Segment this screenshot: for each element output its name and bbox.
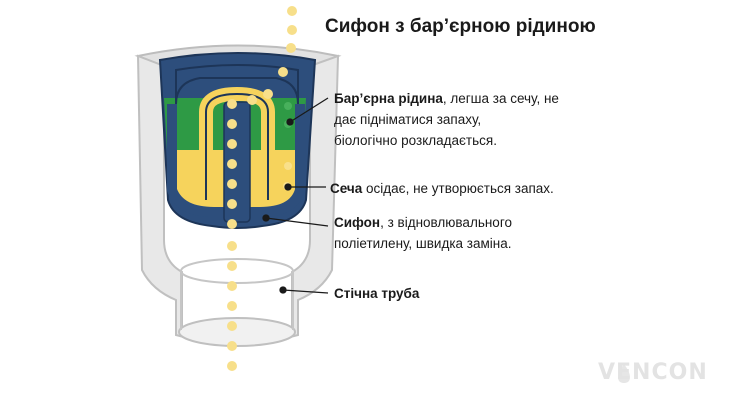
- pipe-wall: [180, 271, 294, 330]
- drop: [287, 6, 297, 16]
- siphon-insert: [158, 52, 317, 229]
- drop: [227, 241, 237, 251]
- callout-text: біологічно розкладається.: [334, 133, 497, 148]
- drop: [227, 159, 237, 169]
- inner-u-outline: [205, 92, 269, 200]
- drop: [278, 67, 288, 77]
- pipe-top-ellipse: [180, 258, 294, 284]
- drop: [227, 139, 237, 149]
- inner-cap: [175, 64, 299, 105]
- pointer-siphon: [265, 217, 329, 227]
- barrier-bubble: [284, 102, 292, 110]
- drop: [227, 281, 237, 291]
- callout-text: , з відновлювального: [380, 215, 512, 230]
- pipe-bottom-ellipse: [178, 317, 296, 347]
- callout-text: осідає, не утворюється запах.: [362, 181, 554, 196]
- callout-term: Сеча: [330, 181, 363, 196]
- drop: [287, 25, 297, 35]
- drop: [227, 179, 237, 189]
- drop: [227, 199, 237, 209]
- vencon-drop-logo: [618, 364, 630, 383]
- drop: [286, 43, 296, 53]
- pointer-dot: [262, 214, 270, 222]
- pointer-dot: [284, 183, 292, 191]
- callout-barrier-liquid: Бар’єрна рідина, легша за сечу, не дає п…: [334, 88, 559, 151]
- callout-siphon: Сифон, з відновлювального поліетилену, ш…: [334, 212, 512, 254]
- callout-term: Сифон: [334, 215, 381, 230]
- callout-term: Стічна труба: [334, 286, 420, 301]
- drop: [227, 99, 237, 109]
- callout-term: Бар’єрна рідина: [334, 91, 443, 106]
- drop: [227, 361, 237, 371]
- center-tube: [223, 101, 251, 223]
- pointer-pipe: [282, 289, 329, 294]
- diagram-title: Сифон з бар’єрною рідиною: [325, 16, 596, 37]
- drop: [227, 219, 237, 229]
- drop: [227, 321, 237, 331]
- callout-text: поліетилену, швидка заміна.: [334, 236, 512, 251]
- vencon-logo: VENCON: [598, 360, 708, 385]
- callout-text: , легша за сечу, не: [442, 91, 559, 106]
- pointer-dot: [286, 118, 294, 126]
- falling-drops: [227, 6, 297, 371]
- urine-bubble: [284, 162, 292, 170]
- callout-urine: Сеча осідає, не утворюється запах.: [330, 178, 554, 199]
- drop: [227, 261, 237, 271]
- pointer-dot: [279, 286, 287, 294]
- pointers: [262, 97, 329, 294]
- callout-drain-pipe: Стічна труба: [334, 283, 419, 304]
- pointer-barrier: [289, 97, 329, 123]
- drop: [227, 119, 237, 129]
- drop: [227, 341, 237, 351]
- drop: [227, 301, 237, 311]
- drop: [247, 95, 257, 105]
- drop: [263, 89, 273, 99]
- callout-text: дає підніматися запаху,: [334, 112, 482, 127]
